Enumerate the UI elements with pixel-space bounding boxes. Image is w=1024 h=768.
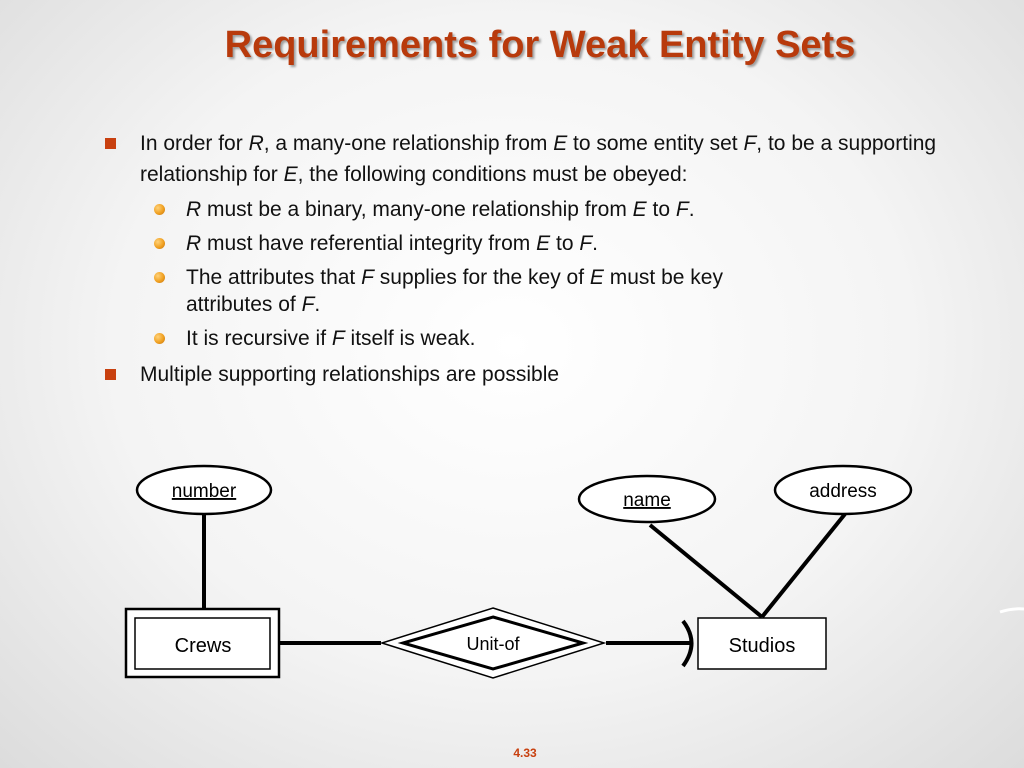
page-number: 4.33 xyxy=(513,746,537,760)
attribute-name-label: name xyxy=(623,490,671,511)
sub-bullet-referential-integrity: R must have referential integrity from E… xyxy=(100,230,940,257)
text-italic: F xyxy=(579,232,593,255)
edge-address-studios xyxy=(760,512,847,619)
bullet-multiple-supporting: Multiple supporting relationships are po… xyxy=(100,359,940,390)
text: The attributes that xyxy=(186,266,362,289)
rounded-arrow-icon xyxy=(681,619,694,668)
text: In order for xyxy=(140,132,249,155)
supporting-relationship-unit-of: Unit-of xyxy=(379,607,607,679)
text-italic: F xyxy=(301,293,315,316)
text: . xyxy=(688,198,695,221)
text-italic: R xyxy=(248,132,264,155)
decorative-swoosh-icon xyxy=(999,607,1024,614)
sub-bullet-binary: R must be a binary, many-one relationshi… xyxy=(100,196,940,223)
text-italic: E xyxy=(283,163,298,186)
bullet-list: In order for R, a many-one relationship … xyxy=(100,128,940,396)
relationship-label: Unit-of xyxy=(466,634,520,654)
text: It is recursive if xyxy=(186,327,332,350)
sub-bullet-recursive: It is recursive if F itself is weak. xyxy=(100,325,940,352)
text: must have referential integrity from xyxy=(201,232,537,255)
text-italic: F xyxy=(361,266,374,289)
text-italic: F xyxy=(675,198,689,221)
round-bullet-icon xyxy=(154,238,165,249)
attribute-number-label: number xyxy=(172,481,237,502)
text: supplies for the key of xyxy=(373,266,590,289)
attribute-address: address xyxy=(773,464,913,516)
text-italic: F xyxy=(743,132,757,155)
text-italic: F xyxy=(331,327,345,350)
attribute-address-label: address xyxy=(809,481,877,502)
text-italic: E xyxy=(536,232,551,255)
text-italic: R xyxy=(186,198,202,221)
text: , to be a supporting relationship for xyxy=(140,132,937,186)
text-italic: E xyxy=(553,132,568,155)
text-italic: E xyxy=(589,266,604,289)
text: must be key attributes of xyxy=(186,266,723,316)
text: , the following conditions must be obeye… xyxy=(297,163,688,186)
text-italic: E xyxy=(632,198,647,221)
text: to some entity set xyxy=(567,132,744,155)
text: to xyxy=(646,198,676,221)
square-bullet-icon xyxy=(105,138,116,149)
edge-name-studios xyxy=(648,523,764,619)
text: to xyxy=(550,232,580,255)
square-bullet-icon xyxy=(105,369,116,380)
text: itself is weak. xyxy=(344,327,476,350)
text: . xyxy=(314,293,321,316)
attribute-name: name xyxy=(577,474,717,524)
round-bullet-icon xyxy=(154,204,165,215)
text: must be a binary, many-one relationship … xyxy=(201,198,633,221)
weak-entity-label: Crews xyxy=(175,635,232,657)
entity-studios: Studios xyxy=(697,617,827,670)
text: Multiple supporting relationships are po… xyxy=(140,363,560,386)
round-bullet-icon xyxy=(154,272,165,283)
slide-title: Requirements for Weak Entity Sets xyxy=(224,24,856,66)
text: , a many-one relationship from xyxy=(263,132,554,155)
text: . xyxy=(592,232,599,255)
sub-bullet-key-attributes: The attributes that F supplies for the k… xyxy=(100,264,940,318)
bullet-supporting-relationship: In order for R, a many-one relationship … xyxy=(100,128,940,190)
round-bullet-icon xyxy=(154,333,165,344)
attribute-number: number xyxy=(135,464,273,516)
entity-label: Studios xyxy=(729,635,796,657)
weak-entity-crews: Crews xyxy=(124,607,281,679)
text-italic: R xyxy=(186,232,202,255)
